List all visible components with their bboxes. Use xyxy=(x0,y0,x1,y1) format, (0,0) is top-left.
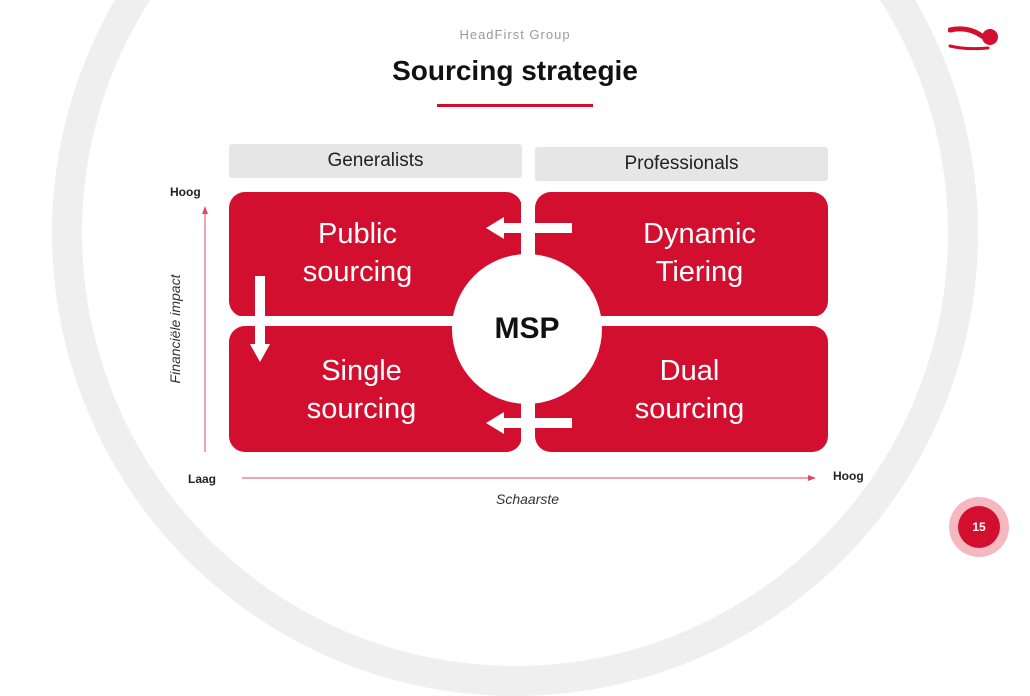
y-axis-title: Financiële impact xyxy=(167,274,183,384)
x-axis-high-label: Hoog xyxy=(833,469,864,483)
company-name: HeadFirst Group xyxy=(459,27,571,42)
quadrant-single-sourcing: Single sourcing xyxy=(229,326,522,452)
arrow-left-icon xyxy=(486,217,572,239)
quadrant-label-line: Tiering xyxy=(655,256,744,288)
logo-icon xyxy=(948,26,998,51)
y-axis-arrow xyxy=(202,206,208,452)
x-axis-low-label: Laag xyxy=(188,472,217,486)
y-axis-high-label: Hoog xyxy=(170,185,201,199)
quadrant-label-line: Dynamic xyxy=(643,218,756,250)
arrow-left-icon xyxy=(486,412,572,434)
x-axis-title: Schaarste xyxy=(496,491,560,507)
quadrant-label-line: sourcing xyxy=(302,256,413,288)
page-number-badge: 15 xyxy=(958,506,1000,548)
quadrant-label-line: sourcing xyxy=(306,393,417,425)
column-header-professionals: Professionals xyxy=(535,147,828,181)
x-axis-arrow xyxy=(242,475,816,481)
msp-center-circle: MSP xyxy=(452,254,602,404)
arrows-overlay xyxy=(202,206,816,481)
title-underline xyxy=(437,104,593,107)
column-header-generalists: Generalists xyxy=(229,144,522,178)
slide-title: Sourcing strategie xyxy=(392,55,638,86)
quadrant-label-line: Single xyxy=(321,355,402,387)
arrow-down-icon xyxy=(250,276,270,362)
quadrant-label-line: Dual xyxy=(659,355,720,387)
quadrant-label-line: Public xyxy=(318,218,397,250)
quadrant-label-line: sourcing xyxy=(634,393,745,425)
